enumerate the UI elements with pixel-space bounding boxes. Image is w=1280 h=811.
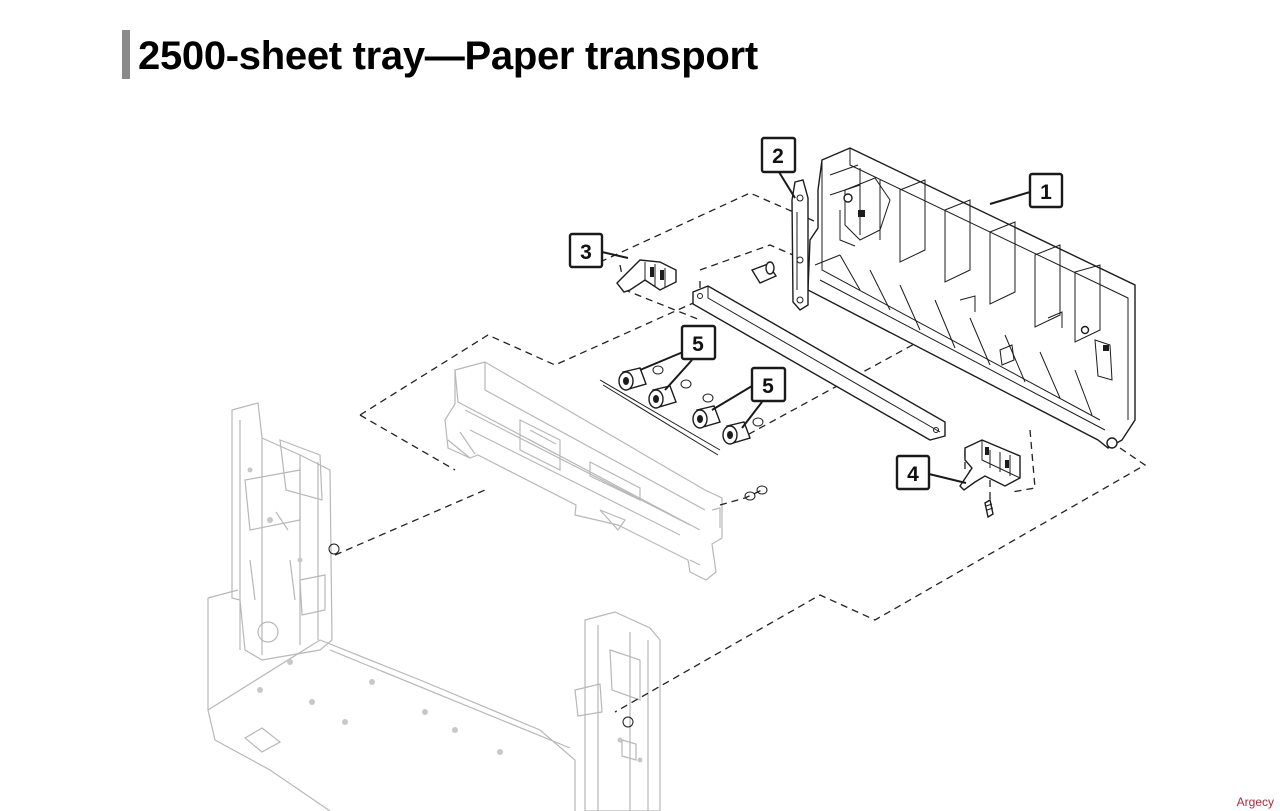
small-roller xyxy=(750,261,778,284)
callout-4: 4 xyxy=(895,454,967,491)
svg-text:4: 4 xyxy=(907,463,919,486)
part-4-sensor-assembly xyxy=(959,439,1021,519)
part-3-sensor-bracket xyxy=(616,259,677,293)
svg-text:3: 3 xyxy=(580,241,592,264)
svg-text:5: 5 xyxy=(762,375,774,398)
part-5-roller-set-right xyxy=(692,393,764,445)
title-accent-bar xyxy=(122,30,130,79)
callout-3: 3 xyxy=(568,232,629,269)
ghost-frame xyxy=(207,402,661,811)
callout-2: 2 xyxy=(760,136,797,199)
transport-rail xyxy=(692,285,946,441)
callout-5-right: 5 xyxy=(711,366,787,429)
part-2-link-bracket xyxy=(791,179,809,311)
svg-text:2: 2 xyxy=(772,145,784,168)
watermark: Argecy xyxy=(1236,795,1274,809)
washers xyxy=(744,485,768,501)
ghost-front-cover xyxy=(444,361,723,581)
page-title: 2500-sheet tray—Paper transport xyxy=(138,34,758,78)
svg-text:5: 5 xyxy=(692,333,704,356)
callout-5-left: 5 xyxy=(639,324,717,391)
part-1-guide-assembly xyxy=(807,147,1136,449)
part-5-roller-set-left xyxy=(599,365,721,456)
callout-1: 1 xyxy=(989,172,1064,209)
svg-text:1: 1 xyxy=(1040,181,1052,204)
